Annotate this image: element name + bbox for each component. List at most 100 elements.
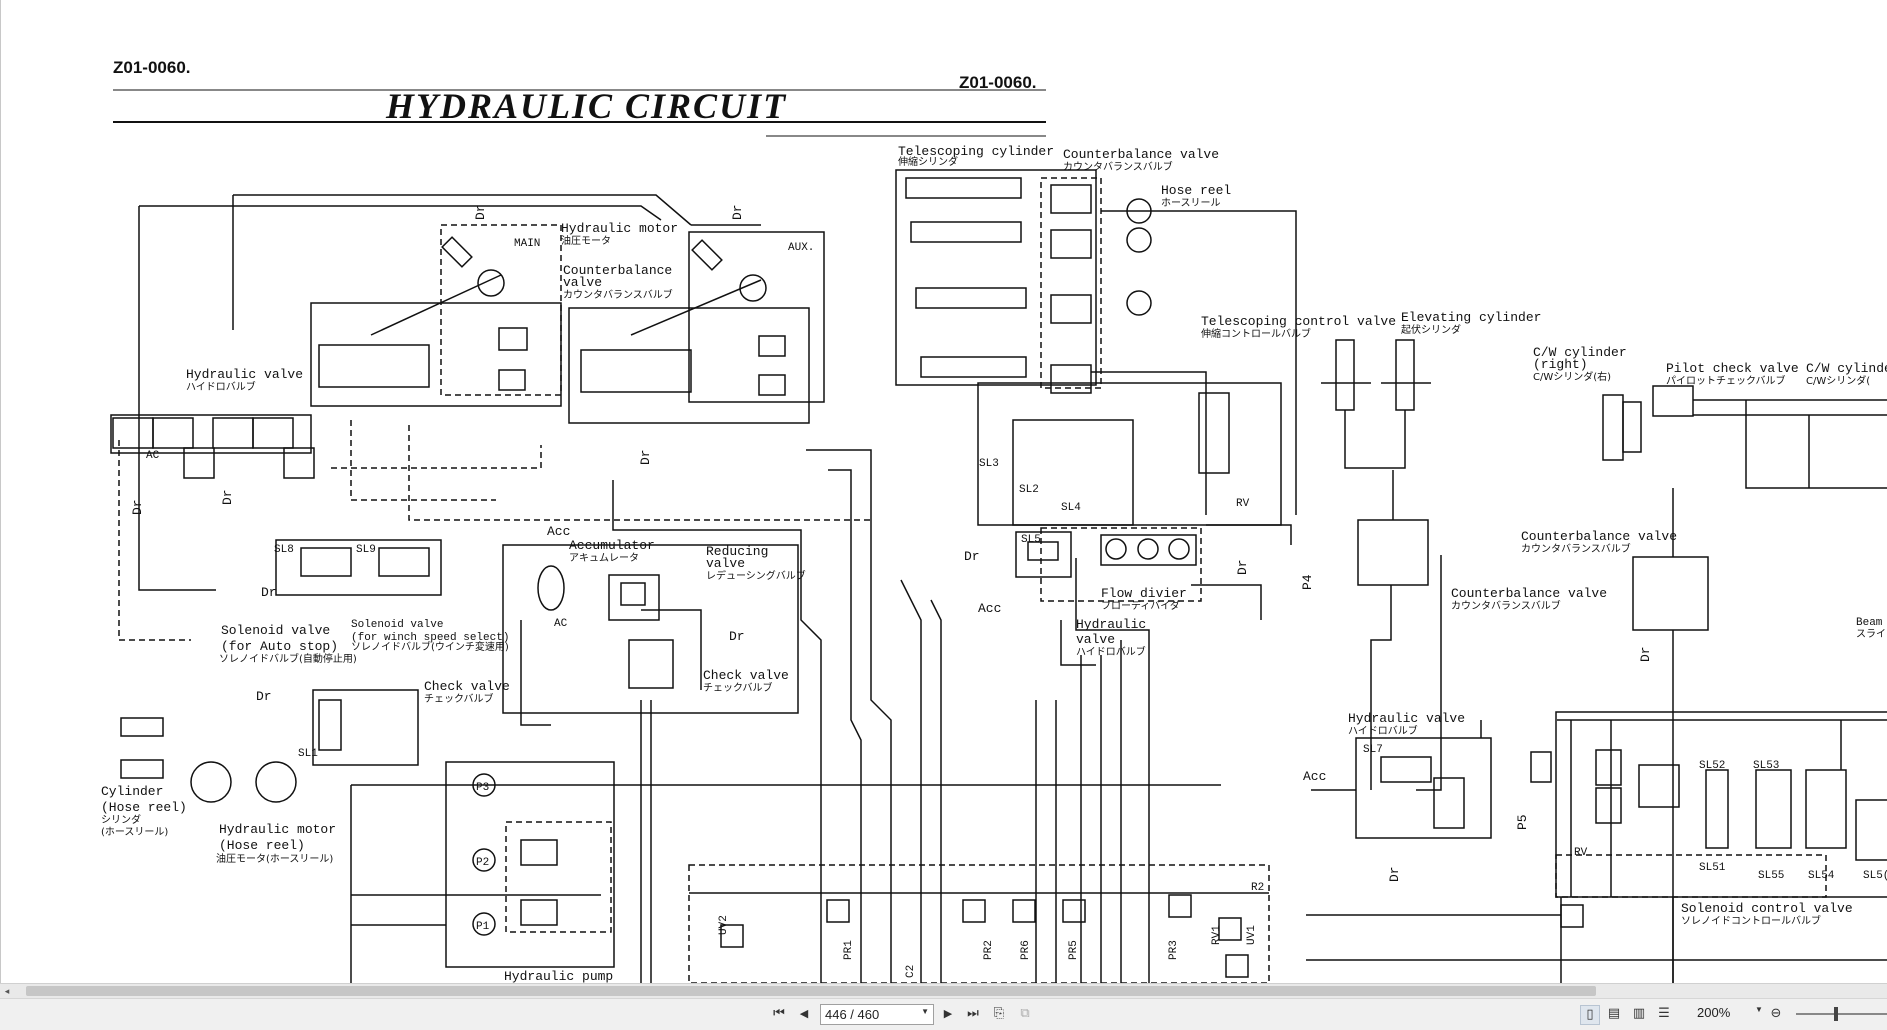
svg-text:UV2: UV2: [718, 915, 730, 935]
svg-text:SL54: SL54: [1808, 870, 1835, 882]
svg-text:ソレノイドバルブ(自動停止用): ソレノイドバルブ(自動停止用): [219, 652, 357, 665]
svg-text:SL52: SL52: [1699, 760, 1725, 772]
svg-text:Dr: Dr: [730, 204, 745, 220]
svg-text:Check valve: Check valve: [424, 679, 510, 694]
zoom-slider-handle[interactable]: [1834, 1007, 1838, 1021]
svg-text:フローディバイダ: フローディバイダ: [1101, 599, 1180, 612]
svg-text:SL55: SL55: [1758, 870, 1784, 882]
scroll-left-icon[interactable]: ◂: [4, 986, 10, 996]
horizontal-scrollbar[interactable]: ◂: [0, 983, 1887, 998]
page-number-box[interactable]: ▼: [820, 1004, 934, 1025]
svg-text:(Hose reel): (Hose reel): [219, 838, 305, 853]
next-page-button[interactable]: ▶: [943, 1007, 953, 1020]
svg-text:Counterbalance: Counterbalance: [563, 263, 672, 278]
svg-text:PR6: PR6: [1020, 940, 1032, 960]
svg-text:カウンタバランスバルブ: カウンタバランスバルブ: [1063, 160, 1173, 173]
svg-text:Dr: Dr: [1387, 866, 1402, 882]
page-number-input[interactable]: [825, 1006, 911, 1022]
chevron-down-icon[interactable]: ▼: [921, 1007, 929, 1016]
svg-text:P1: P1: [476, 921, 490, 933]
svg-text:Reducing: Reducing: [706, 544, 768, 559]
svg-text:SL3: SL3: [979, 458, 999, 470]
svg-text:Dr: Dr: [1235, 559, 1250, 575]
svg-text:SL9: SL9: [356, 544, 376, 556]
svg-text:ホースリール: ホースリール: [1161, 197, 1221, 209]
previous-page-button[interactable]: ◀: [799, 1007, 809, 1020]
svg-text:カウンタバランスバルブ: カウンタバランスバルブ: [1451, 599, 1561, 612]
svg-text:油圧モータ: 油圧モータ: [561, 234, 611, 247]
document-page: Z01-0060. Z01-0060. HYDRAULIC CIRCUIT Hy…: [0, 0, 1887, 983]
svg-text:C/W cylinder: C/W cylinder: [1533, 345, 1627, 360]
svg-text:Counterbalance valve: Counterbalance valve: [1521, 529, 1677, 544]
svg-text:Beam: Beam: [1856, 617, 1883, 629]
svg-text:Telescoping cylinder: Telescoping cylinder: [898, 144, 1054, 159]
svg-text:SL2: SL2: [1019, 484, 1039, 496]
continuous-view-icon[interactable]: ▤: [1607, 1006, 1621, 1021]
svg-text:C/Wシリンダ(右): C/Wシリンダ(右): [1533, 370, 1611, 383]
svg-text:Dr: Dr: [256, 689, 272, 704]
svg-text:Check valve: Check valve: [703, 668, 789, 683]
svg-text:カウンタバランスバルブ: カウンタバランスバルブ: [1521, 542, 1631, 555]
svg-text:Dr: Dr: [964, 549, 980, 564]
svg-text:Elevating cylinder: Elevating cylinder: [1401, 310, 1541, 325]
svg-text:Hydraulic valve: Hydraulic valve: [1348, 711, 1465, 726]
zoom-level[interactable]: 200%: [1697, 1005, 1731, 1020]
svg-text:(ホースリール): (ホースリール): [101, 826, 168, 838]
svg-text:Counterbalance valve: Counterbalance valve: [1451, 586, 1607, 601]
svg-text:SL1: SL1: [298, 748, 318, 760]
svg-text:PR5: PR5: [1068, 940, 1080, 960]
svg-text:アキュムレータ: アキュムレータ: [569, 552, 639, 564]
svg-text:油圧モータ(ホースリール): 油圧モータ(ホースリール): [216, 852, 333, 865]
svg-text:Hydraulic motor: Hydraulic motor: [561, 221, 678, 236]
svg-text:パイロットチェックバルブ: パイロットチェックバルブ: [1666, 374, 1786, 387]
svg-text:C/Wシリンダ(: C/Wシリンダ(: [1806, 374, 1870, 387]
svg-text:Hydraulic motor: Hydraulic motor: [219, 822, 336, 837]
two-page-view-icon[interactable]: ▥: [1632, 1006, 1646, 1021]
svg-text:ハイドロバルブ: ハイドロバルブ: [1348, 724, 1418, 737]
svg-text:(for winch speed select): (for winch speed select): [351, 632, 509, 644]
svg-text:伸縮コントロールバルブ: 伸縮コントロールバルブ: [1201, 327, 1311, 340]
two-page-continuous-icon[interactable]: ☰: [1658, 1006, 1670, 1021]
zoom-out-icon[interactable]: ⊖: [1770, 1006, 1782, 1021]
svg-text:(for Auto stop): (for Auto stop): [221, 639, 338, 654]
svg-text:SL5(: SL5(: [1863, 870, 1887, 882]
svg-text:SL8: SL8: [274, 544, 294, 556]
last-page-button[interactable]: ⏭: [967, 1006, 979, 1021]
svg-text:PR2: PR2: [983, 940, 995, 960]
svg-text:SL4: SL4: [1061, 502, 1081, 514]
zoom-slider[interactable]: [1796, 1013, 1887, 1015]
svg-text:(right): (right): [1533, 357, 1588, 372]
svg-text:ソレノイドコントロールバルブ: ソレノイドコントロールバルブ: [1681, 914, 1821, 927]
svg-text:P3: P3: [476, 782, 489, 794]
svg-text:Dr: Dr: [638, 449, 653, 465]
svg-text:Dr: Dr: [220, 489, 235, 505]
svg-text:シリンダ: シリンダ: [101, 813, 141, 826]
svg-text:Acc: Acc: [1303, 769, 1326, 784]
single-page-view-icon[interactable]: ▯: [1580, 1005, 1600, 1025]
svg-text:Hose reel: Hose reel: [1161, 183, 1231, 198]
scrollbar-thumb[interactable]: [26, 986, 1596, 996]
navigation-toolbar: ⏮ ◀ ▼ ▶ ⏭ ⎘ ⧉ ▯ ▤ ▥ ☰ 200% ▼ ⊖: [0, 998, 1887, 1030]
zoom-dropdown-icon[interactable]: ▼: [1755, 1005, 1763, 1014]
svg-text:valve: valve: [706, 556, 745, 571]
rotate-page-icon[interactable]: ⎘: [993, 1006, 1005, 1021]
svg-text:P5: P5: [1515, 814, 1530, 830]
svg-text:ソレノイドバルブ(ウインチ変速用): ソレノイドバルブ(ウインチ変速用): [351, 640, 509, 653]
copy-page-icon[interactable]: ⧉: [1020, 1006, 1030, 1021]
svg-text:C2: C2: [905, 965, 917, 978]
svg-text:PR3: PR3: [1168, 940, 1180, 960]
svg-text:Solenoid valve: Solenoid valve: [221, 623, 330, 638]
svg-text:Solenoid valve: Solenoid valve: [351, 619, 443, 631]
svg-text:AUX.: AUX.: [788, 242, 814, 254]
svg-text:P4: P4: [1300, 574, 1315, 590]
svg-text:R2: R2: [1251, 882, 1264, 894]
svg-text:SL51: SL51: [1699, 862, 1726, 874]
svg-text:RV1: RV1: [1211, 925, 1223, 945]
svg-text:MAIN: MAIN: [514, 238, 540, 250]
svg-text:PR1: PR1: [843, 940, 855, 960]
svg-text:Hydraulic pump: Hydraulic pump: [504, 969, 613, 983]
svg-text:Hydraulic valve: Hydraulic valve: [186, 367, 303, 382]
svg-text:カウンタバランスバルブ: カウンタバランスバルブ: [563, 288, 673, 301]
first-page-button[interactable]: ⏮: [773, 1006, 785, 1021]
